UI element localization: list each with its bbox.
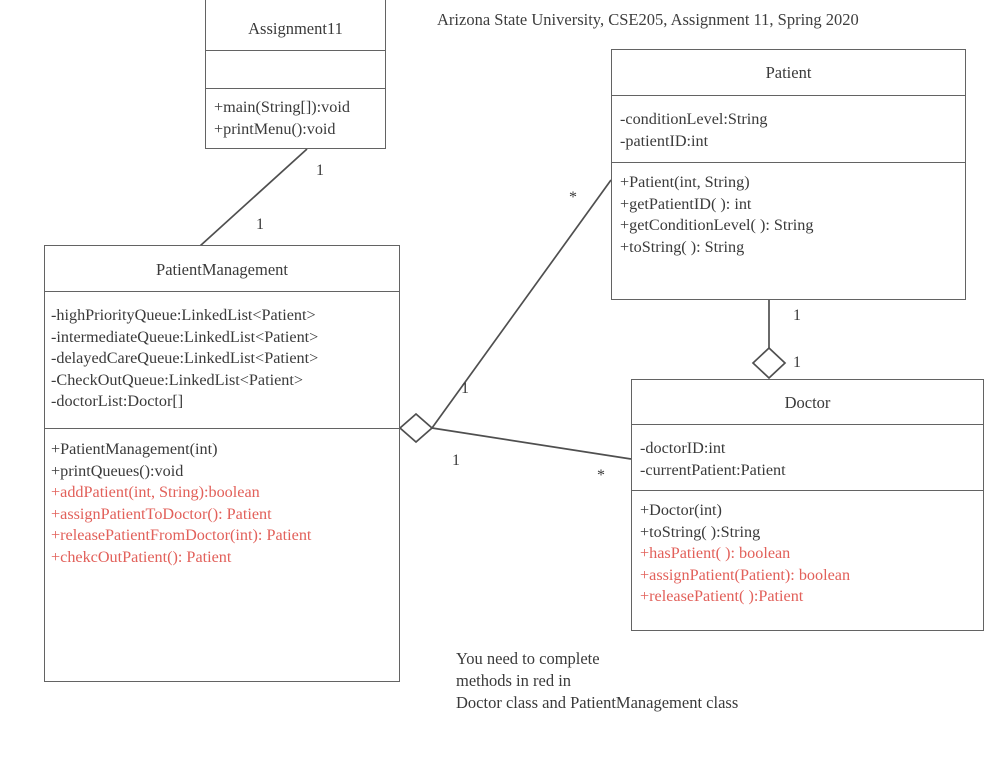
member-row-todo: +releasePatientFromDoctor(int): Patient [51, 526, 312, 544]
member-row-todo: +chekcOutPatient(): Patient [51, 547, 232, 566]
class-box-patientmanagement[interactable]: PatientManagement -highPriorityQueue:Lin… [44, 245, 400, 682]
member-row: -highPriorityQueue:LinkedList<Patient> [51, 306, 316, 324]
diagram-title: Arizona State University, CSE205, Assign… [437, 10, 859, 29]
note-line: You need to complete [456, 649, 600, 668]
aggregation-diamond-patientmanagement [398, 412, 434, 444]
link-assignment-patientmanagement [199, 148, 308, 247]
member-row: -doctorID:int [640, 439, 726, 457]
multiplicity-patient-bottom-end: 1 [793, 307, 801, 324]
methods-patientmanagement: +PatientManagement(int) +printQueues():v… [45, 428, 399, 681]
member-row: -intermediateQueue:LinkedList<Patient> [51, 327, 319, 346]
link-patientmanagement-patient [431, 179, 612, 429]
multiplicity-patient-star-end: * [569, 189, 577, 206]
class-box-assignment11[interactable]: Assignment11 +main(String[]):void +print… [205, 0, 386, 149]
member-row-todo: +releasePatient( ):Patient [640, 587, 804, 605]
member-row: -doctorList:Doctor[] [51, 392, 184, 410]
member-row: +PatientManagement(int) [51, 440, 218, 458]
note-line: Doctor class and PatientManagement class [456, 693, 739, 712]
member-row: -CheckOutQueue:LinkedList<Patient> [51, 370, 304, 389]
attributes-patient: -conditionLevel:String -patientID:int [612, 95, 965, 162]
attributes-patientmanagement: -highPriorityQueue:LinkedList<Patient> -… [45, 291, 399, 428]
member-row-todo: +assignPatientToDoctor(): Patient [51, 504, 272, 523]
multiplicity-pm-to-doctor-end: 1 [452, 452, 460, 469]
multiplicity-doctor-star-end: * [597, 467, 605, 484]
multiplicity-doctor-top-end: 1 [793, 354, 801, 371]
multiplicity-pm-to-patient-end: 1 [461, 380, 469, 397]
link-patientmanagement-doctor [431, 427, 632, 460]
member-row: +Doctor(int) [640, 501, 722, 519]
class-name-patientmanagement: PatientManagement [156, 260, 288, 279]
multiplicity-patientmanagement-top-end: 1 [256, 216, 264, 233]
member-row: +toString( ):String [640, 522, 761, 541]
member-row: +getConditionLevel( ): String [620, 216, 814, 234]
member-row: -currentPatient:Patient [640, 460, 786, 479]
methods-assignment11: +main(String[]):void +printMenu():void [206, 88, 385, 150]
member-row: +printQueues():void [51, 461, 184, 480]
member-row: -conditionLevel:String [620, 110, 768, 128]
member-row: +getPatientID( ): int [620, 194, 752, 213]
member-row-todo: +assignPatient(Patient): boolean [640, 565, 851, 584]
methods-doctor: +Doctor(int) +toString( ):String +hasPat… [632, 490, 983, 632]
attributes-doctor: -doctorID:int -currentPatient:Patient [632, 424, 983, 490]
member-row: +printMenu():void [214, 119, 336, 138]
class-box-doctor[interactable]: Doctor -doctorID:int -currentPatient:Pat… [631, 379, 984, 631]
class-name-doctor: Doctor [784, 393, 831, 412]
aggregation-diamond-doctor [751, 346, 787, 380]
note-line: methods in red in [456, 671, 572, 690]
attributes-assignment11 [206, 50, 385, 88]
member-row: -delayedCareQueue:LinkedList<Patient> [51, 349, 319, 367]
member-row: +Patient(int, String) [620, 173, 750, 191]
instruction-note: You need to complete methods in red in D… [456, 648, 738, 714]
member-row-todo: +hasPatient( ): boolean [640, 544, 791, 562]
class-name-assignment11: Assignment11 [248, 19, 343, 38]
methods-patient: +Patient(int, String) +getPatientID( ): … [612, 162, 965, 301]
member-row: +main(String[]):void [214, 98, 350, 116]
class-name-patient: Patient [765, 63, 812, 82]
member-row: +toString( ): String [620, 237, 745, 256]
member-row-todo: +addPatient(int, String):boolean [51, 483, 260, 501]
multiplicity-assignment-end: 1 [316, 162, 324, 179]
member-row: -patientID:int [620, 131, 709, 150]
class-box-patient[interactable]: Patient -conditionLevel:String -patientI… [611, 49, 966, 300]
